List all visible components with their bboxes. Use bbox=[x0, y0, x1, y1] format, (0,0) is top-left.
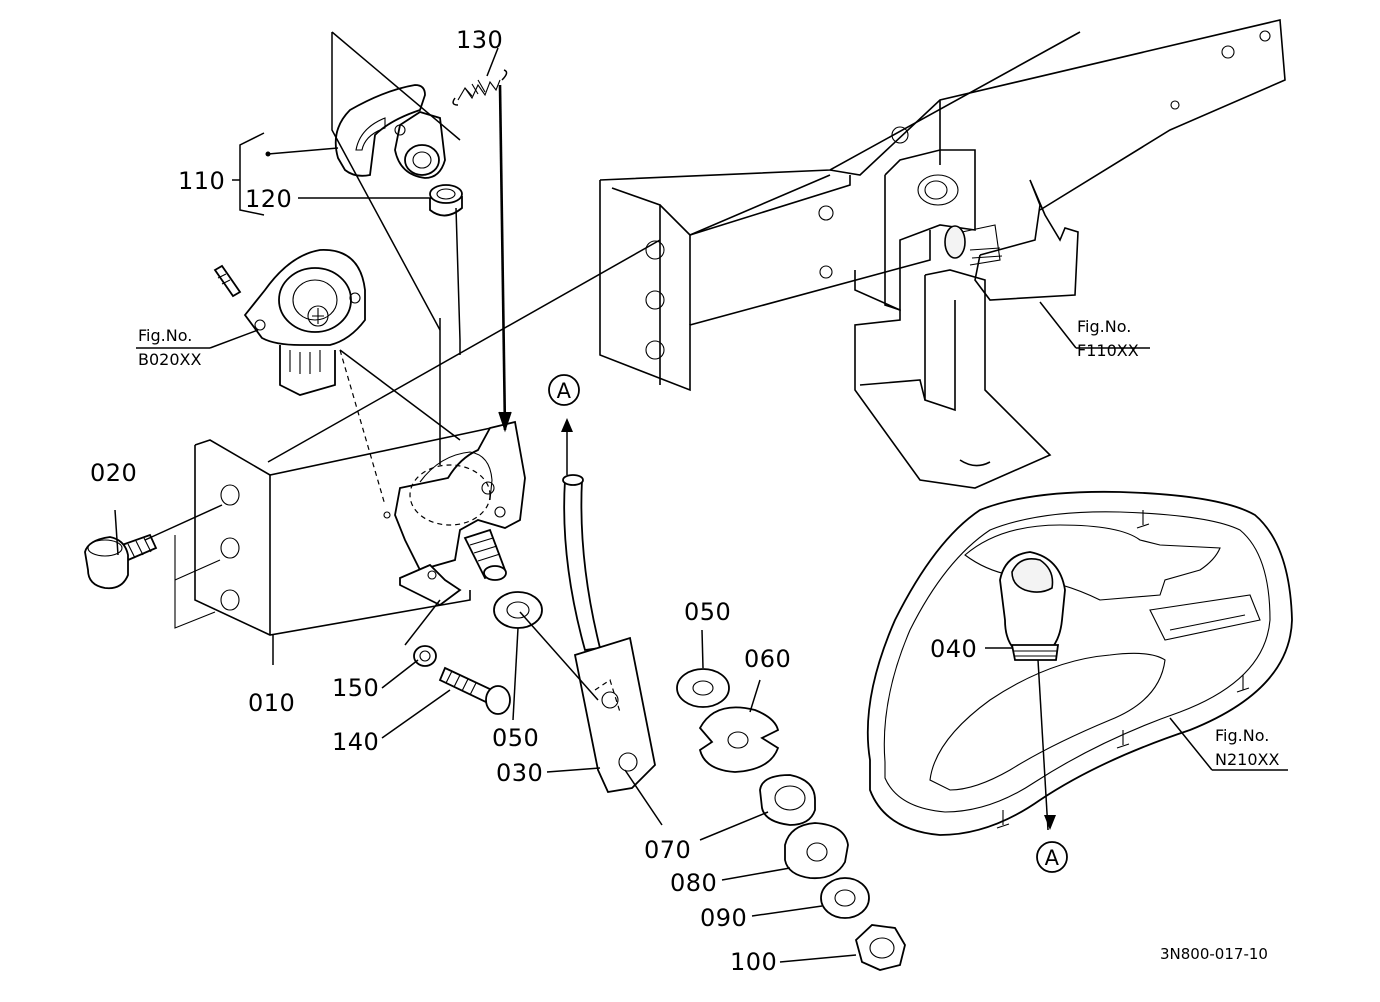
callout-130: 130 bbox=[456, 26, 503, 54]
lever-assembly bbox=[383, 420, 526, 607]
arm-110 bbox=[334, 84, 446, 179]
figref-f110-line2: F110XX bbox=[1077, 341, 1139, 360]
figref-b020-line1: Fig.No. bbox=[138, 326, 192, 345]
figref-n210-line2: N210XX bbox=[1215, 750, 1279, 769]
bolt-020 bbox=[84, 533, 158, 590]
collar-120 bbox=[429, 184, 463, 217]
section-marker-a-lower: A bbox=[1036, 841, 1068, 873]
callout-leaders bbox=[114, 47, 1288, 963]
link-030 bbox=[562, 474, 656, 794]
washer-090 bbox=[820, 877, 870, 919]
drawing-number: 3N800-017-10 bbox=[1160, 945, 1268, 963]
callout-080: 080 bbox=[670, 869, 717, 897]
figref-n210: Fig.No. N210XX bbox=[1215, 726, 1279, 769]
callout-150: 150 bbox=[332, 674, 379, 702]
spring-130 bbox=[452, 69, 508, 106]
callout-110: 110 bbox=[178, 167, 225, 195]
figref-f110: Fig.No. F110XX bbox=[1077, 317, 1139, 360]
callout-050-right: 050 bbox=[684, 598, 731, 626]
leader-lines bbox=[144, 31, 1049, 831]
figref-b020: Fig.No. B020XX bbox=[136, 326, 210, 369]
potentiometer-sensor bbox=[213, 249, 366, 396]
callout-100: 100 bbox=[730, 948, 777, 976]
nut-100 bbox=[854, 924, 906, 971]
arrow-down-marker bbox=[1044, 815, 1056, 830]
section-marker-a-upper: A bbox=[548, 374, 580, 406]
bolt-140 bbox=[438, 666, 511, 715]
callout-010: 010 bbox=[248, 689, 295, 717]
frame-assembly bbox=[599, 19, 1286, 489]
callout-030: 030 bbox=[496, 759, 543, 787]
bush-070 bbox=[759, 774, 816, 826]
callout-140: 140 bbox=[332, 728, 379, 756]
callout-120: 120 bbox=[245, 185, 292, 213]
bracket-010 bbox=[174, 424, 506, 636]
washer-050-right bbox=[676, 668, 730, 708]
washer-050-left bbox=[493, 591, 543, 629]
marker-a-upper-label: A bbox=[557, 379, 572, 403]
panel-n210 bbox=[866, 490, 1293, 836]
callout-090: 090 bbox=[700, 904, 747, 932]
callout-070: 070 bbox=[644, 836, 691, 864]
washer-080 bbox=[784, 822, 849, 880]
figref-b020-line2: B020XX bbox=[138, 350, 201, 369]
callout-050-left: 050 bbox=[492, 724, 539, 752]
callout-060: 060 bbox=[744, 645, 791, 673]
knob-040 bbox=[999, 551, 1066, 661]
callout-labels: 130 110 120 020 010 150 140 050 030 050 … bbox=[90, 26, 977, 976]
marker-a-lower-label: A bbox=[1045, 846, 1060, 870]
figref-n210-line1: Fig.No. bbox=[1215, 726, 1269, 745]
arrow-up-marker bbox=[561, 418, 573, 432]
callout-040: 040 bbox=[930, 635, 977, 663]
callout-020: 020 bbox=[90, 459, 137, 487]
figref-f110-line1: Fig.No. bbox=[1077, 317, 1131, 336]
nut-150 bbox=[413, 645, 437, 667]
plate-060 bbox=[698, 706, 780, 773]
